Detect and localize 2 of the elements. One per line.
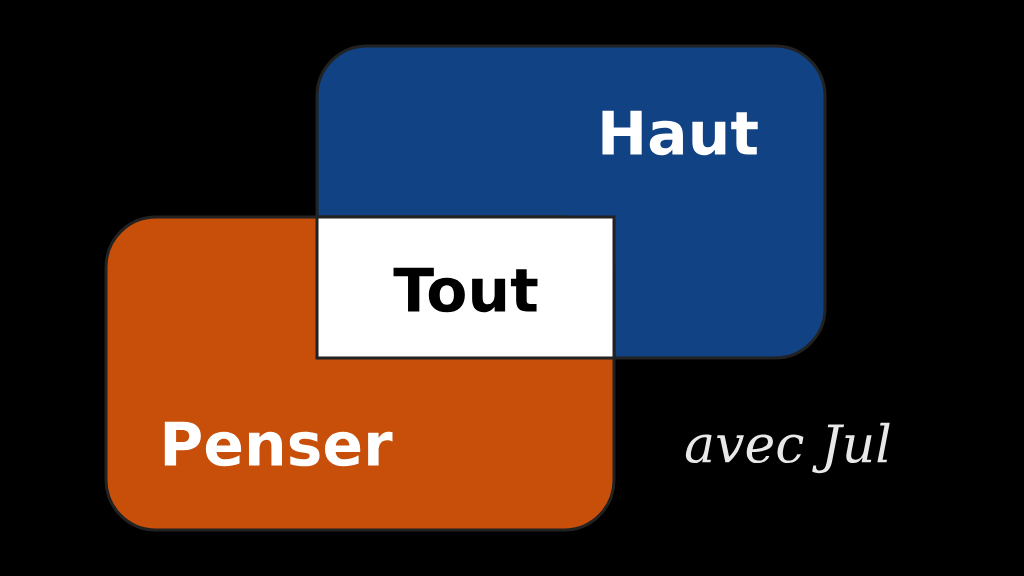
caption-text: avec Jul [685,422,890,474]
rounded-box: Tout [315,215,616,360]
